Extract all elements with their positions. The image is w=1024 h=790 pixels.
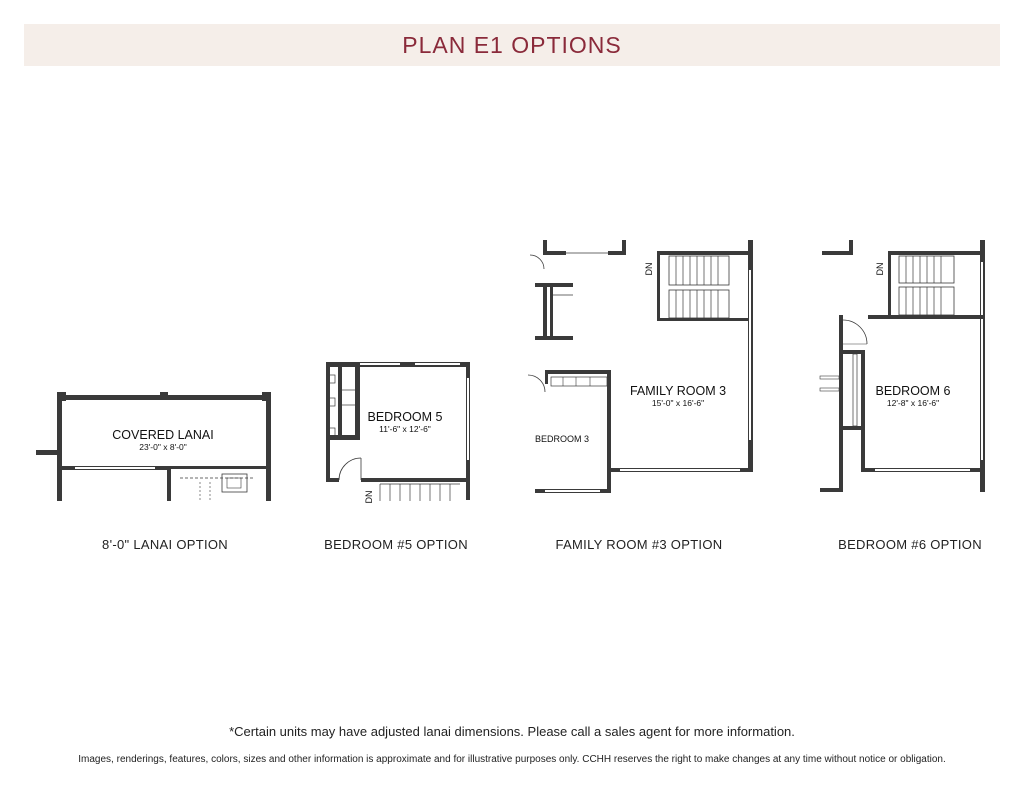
- lanai-room-label: COVERED LANAI: [112, 428, 213, 442]
- family-room-3-option-caption: FAMILY ROOM #3 OPTION: [555, 537, 723, 552]
- bedroom-6-plan: DN BEDROOM 6 12'-8" x 16'-6": [819, 240, 985, 492]
- family-room-dims: 15'-0" x 16'-6": [652, 398, 704, 408]
- page-title: PLAN E1 OPTIONS: [402, 31, 622, 58]
- bedroom-6-option-caption: BEDROOM #6 OPTION: [838, 537, 982, 552]
- lanai-note: *Certain units may have adjusted lanai d…: [229, 724, 795, 739]
- disclaimer: Images, renderings, features, colors, si…: [78, 754, 946, 765]
- bedroom-5-room-dims: 11'-6" x 12'-6": [379, 424, 431, 434]
- bedroom-5-room-label: BEDROOM 5: [367, 410, 442, 424]
- bedroom-6-room-label: BEDROOM 6: [875, 384, 950, 398]
- lanai-plan: COVERED LANAI 23'-0" x 8'-0": [36, 392, 271, 501]
- family-room-3-plan: DN FAMILY ROOM 3 15'-0" x 16'-6" BEDROOM…: [527, 240, 753, 493]
- bedroom-3-label: BEDROOM 3: [535, 434, 589, 444]
- family-room-stair-label: DN: [644, 263, 654, 276]
- bedroom-6-room-dims: 12'-8" x 16'-6": [887, 398, 939, 408]
- title-bar: PLAN E1 OPTIONS: [24, 24, 1000, 66]
- bedroom-5-stair-label: DN: [364, 491, 374, 504]
- bedroom-5-option-caption: BEDROOM #5 OPTION: [324, 537, 468, 552]
- lanai-room-dims: 23'-0" x 8'-0": [139, 442, 187, 452]
- bedroom-5-plan: DN BEDROOM 5 11'-6" x 12'-6": [326, 362, 470, 504]
- bedroom-6-stair-label: DN: [875, 263, 885, 276]
- family-room-label: FAMILY ROOM 3: [630, 384, 726, 398]
- lanai-option-caption: 8'-0" LANAI OPTION: [102, 537, 228, 552]
